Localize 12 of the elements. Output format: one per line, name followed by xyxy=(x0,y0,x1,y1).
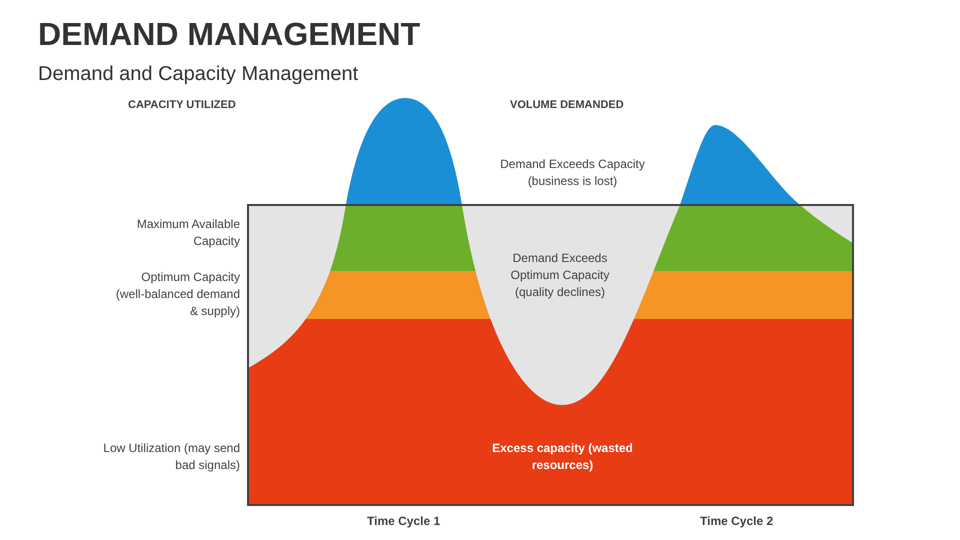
axis-label: Time Cycle 2 xyxy=(700,513,774,530)
axis-label: Time Cycle 1 xyxy=(367,513,440,530)
subtitle-text: Demand and Capacity Management xyxy=(38,62,358,87)
axis-heading: VOLUME DEMANDED xyxy=(510,98,624,113)
title-heading: DEMAND MANAGEMENT xyxy=(38,15,420,54)
level-label: Maximum Available Capacity xyxy=(136,216,240,250)
level-label: Optimum Capacity (well-balanced demand & supply) xyxy=(114,269,240,320)
region-label: Demand Exceeds Capacity (business is lost) xyxy=(499,156,646,190)
axis-heading: CAPACITY UTILIZED xyxy=(128,98,236,113)
region-label: Demand Exceeds Optimum Capacity (quality declines) xyxy=(510,250,610,301)
level-label: Low Utilization (may send bad signals) xyxy=(102,440,240,474)
region-label: Excess capacity (wasted resources) xyxy=(491,440,634,474)
